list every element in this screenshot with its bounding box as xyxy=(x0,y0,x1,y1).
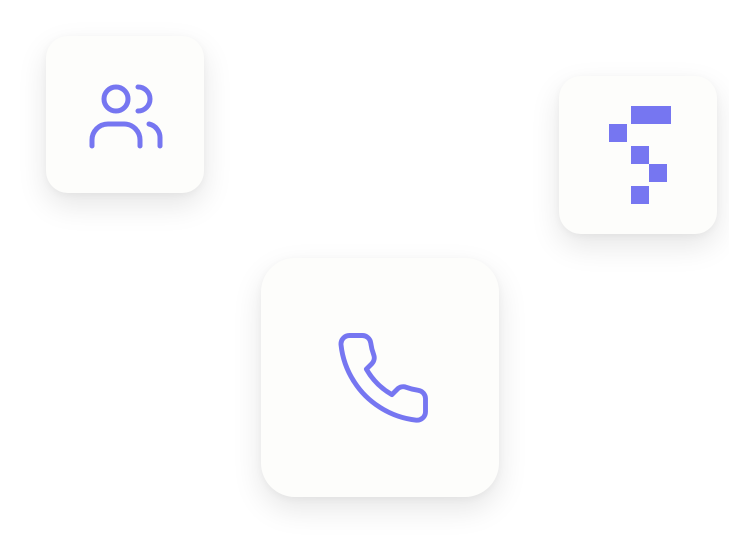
users-icon xyxy=(89,84,163,149)
phone-icon xyxy=(338,333,428,423)
users-card xyxy=(46,36,204,193)
logo-card xyxy=(559,76,717,234)
connector-line xyxy=(471,132,563,150)
phone-card xyxy=(261,258,499,497)
